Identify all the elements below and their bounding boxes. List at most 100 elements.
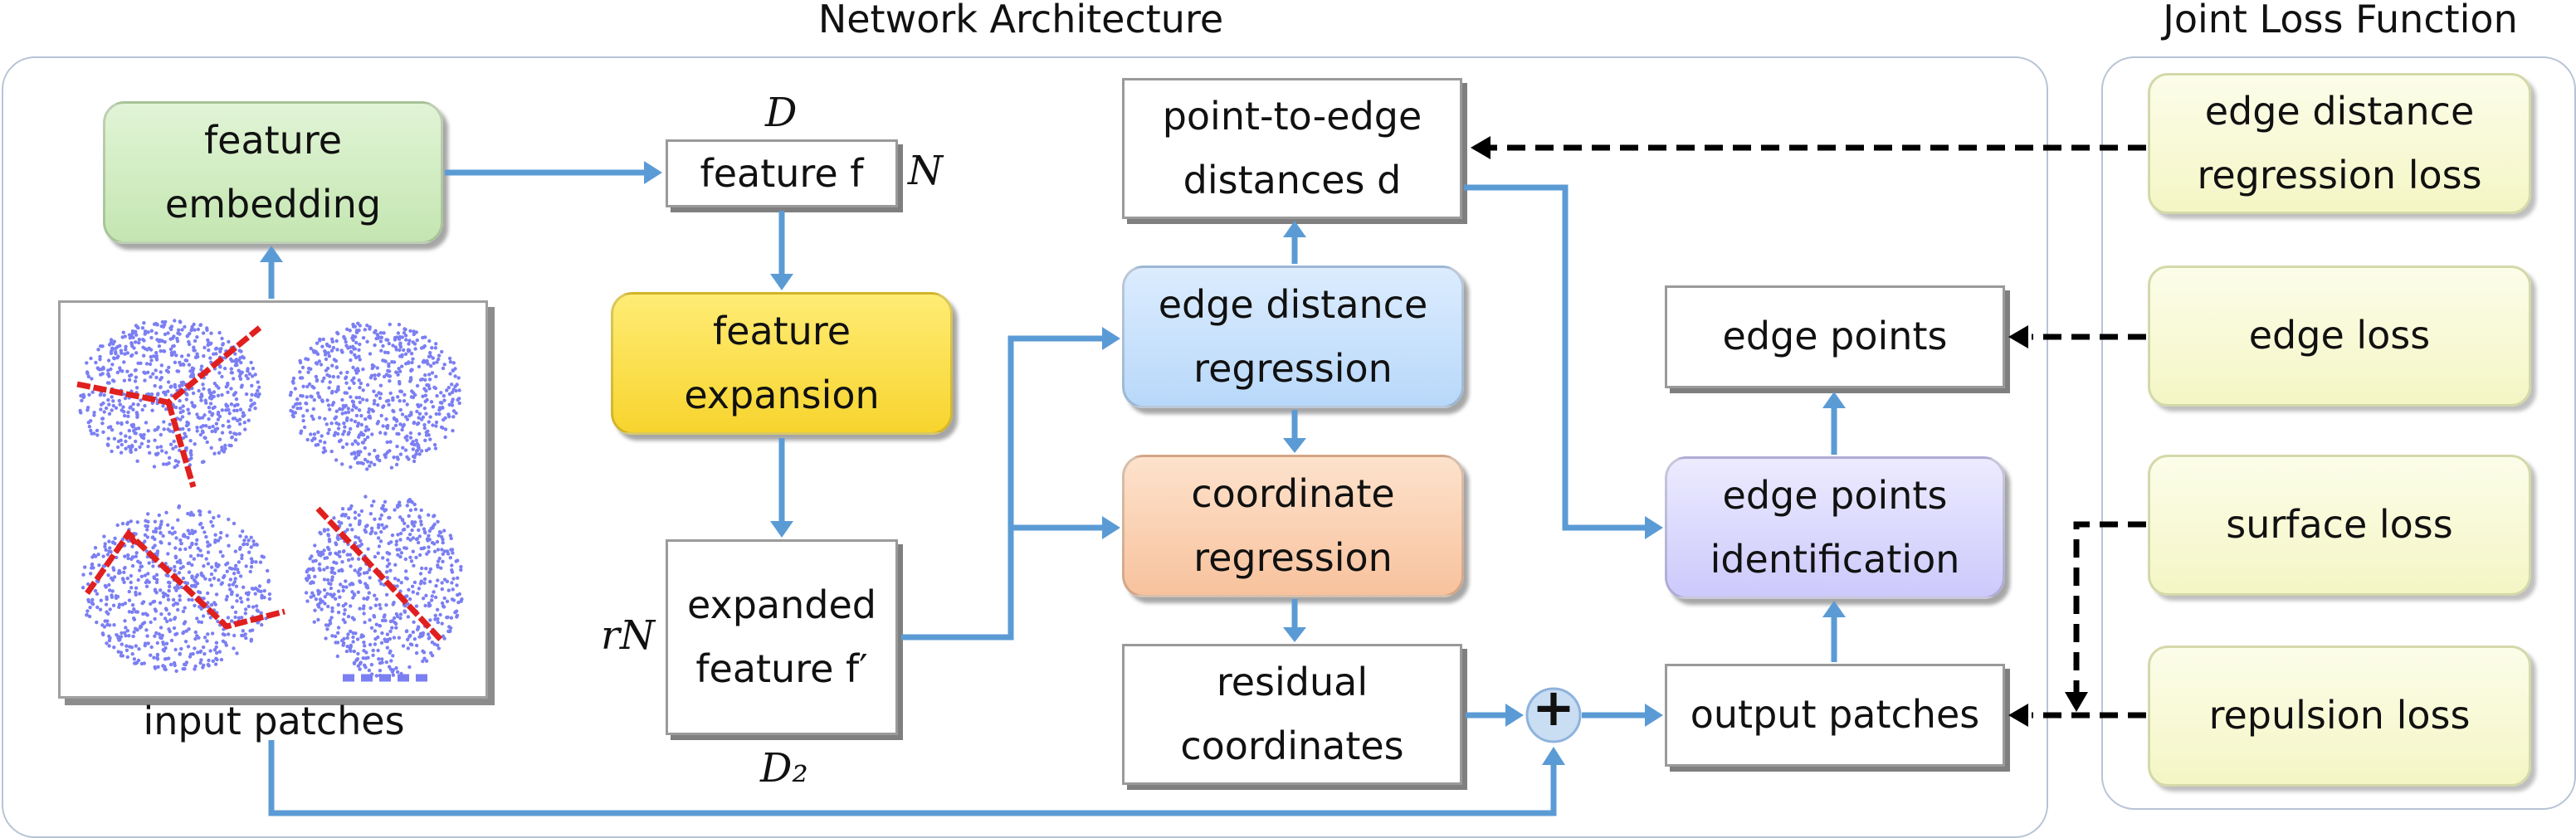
- point: [183, 606, 187, 610]
- point: [344, 375, 349, 379]
- point: [442, 398, 446, 402]
- point: [110, 540, 115, 544]
- point: [361, 432, 366, 437]
- point: [209, 446, 213, 450]
- point: [412, 421, 416, 426]
- point: [207, 577, 212, 582]
- point: [266, 580, 271, 584]
- point: [359, 450, 363, 454]
- point: [146, 429, 150, 433]
- point: [327, 354, 331, 358]
- point: [251, 543, 256, 547]
- point: [159, 445, 163, 449]
- point: [368, 327, 372, 331]
- point: [193, 603, 197, 608]
- point: [249, 545, 253, 549]
- point: [394, 370, 398, 374]
- point: [411, 447, 415, 451]
- point: [142, 370, 146, 374]
- point: [181, 426, 185, 431]
- point: [183, 640, 188, 644]
- point: [121, 405, 125, 409]
- arrowhead: [1822, 601, 1846, 617]
- point: [134, 586, 139, 590]
- point: [248, 569, 252, 574]
- point: [186, 407, 190, 412]
- point: [298, 376, 303, 380]
- point: [238, 407, 243, 412]
- point: [198, 323, 203, 327]
- point: [130, 331, 134, 336]
- point: [242, 538, 246, 543]
- point: [207, 348, 211, 353]
- point: [257, 584, 262, 588]
- point: [434, 342, 438, 346]
- point: [144, 421, 149, 425]
- point: [188, 331, 192, 336]
- point: [211, 524, 215, 528]
- point: [359, 381, 363, 386]
- point: [387, 402, 391, 407]
- point: [181, 362, 185, 367]
- point: [227, 566, 232, 570]
- arrowhead: [1542, 747, 1565, 765]
- point: [154, 529, 159, 534]
- point: [232, 431, 237, 436]
- point: [117, 602, 122, 607]
- point: [423, 373, 427, 378]
- point: [388, 379, 392, 383]
- point: [351, 324, 356, 329]
- point: [194, 542, 198, 546]
- point: [302, 425, 307, 430]
- point: [370, 407, 374, 412]
- point: [384, 338, 388, 342]
- point: [403, 415, 408, 419]
- point-cloud-patches: [76, 319, 464, 682]
- point: [186, 645, 191, 649]
- point: [320, 434, 324, 438]
- point: [376, 402, 380, 407]
- point: [365, 324, 369, 328]
- point: [212, 601, 217, 605]
- point: [424, 430, 428, 435]
- point: [326, 351, 330, 355]
- point: [149, 329, 154, 333]
- point: [125, 629, 129, 633]
- point: [110, 408, 114, 412]
- point: [236, 418, 240, 423]
- point: [123, 396, 128, 401]
- point: [228, 431, 232, 435]
- point: [178, 406, 183, 411]
- point: [219, 657, 224, 662]
- point: [309, 432, 313, 436]
- point: [212, 405, 217, 409]
- point: [199, 398, 203, 402]
- point: [448, 360, 453, 364]
- point: [246, 368, 250, 373]
- point: [103, 619, 107, 623]
- point: [422, 406, 427, 411]
- point: [322, 446, 326, 451]
- point: [214, 656, 218, 660]
- point: [81, 572, 85, 577]
- point: [232, 646, 236, 650]
- point: [159, 378, 163, 382]
- point: [357, 435, 361, 439]
- patch-corner: [78, 319, 261, 470]
- point: [209, 572, 214, 577]
- point: [443, 435, 447, 440]
- point: [211, 412, 215, 416]
- point: [189, 456, 193, 460]
- point: [422, 426, 427, 431]
- point: [243, 611, 247, 616]
- point: [193, 664, 198, 669]
- point: [398, 399, 402, 403]
- point: [170, 353, 175, 357]
- point: [358, 396, 362, 400]
- point: [192, 322, 196, 327]
- point: [203, 577, 207, 581]
- point: [374, 393, 378, 397]
- point: [267, 597, 272, 601]
- point: [222, 366, 227, 371]
- point: [437, 412, 442, 417]
